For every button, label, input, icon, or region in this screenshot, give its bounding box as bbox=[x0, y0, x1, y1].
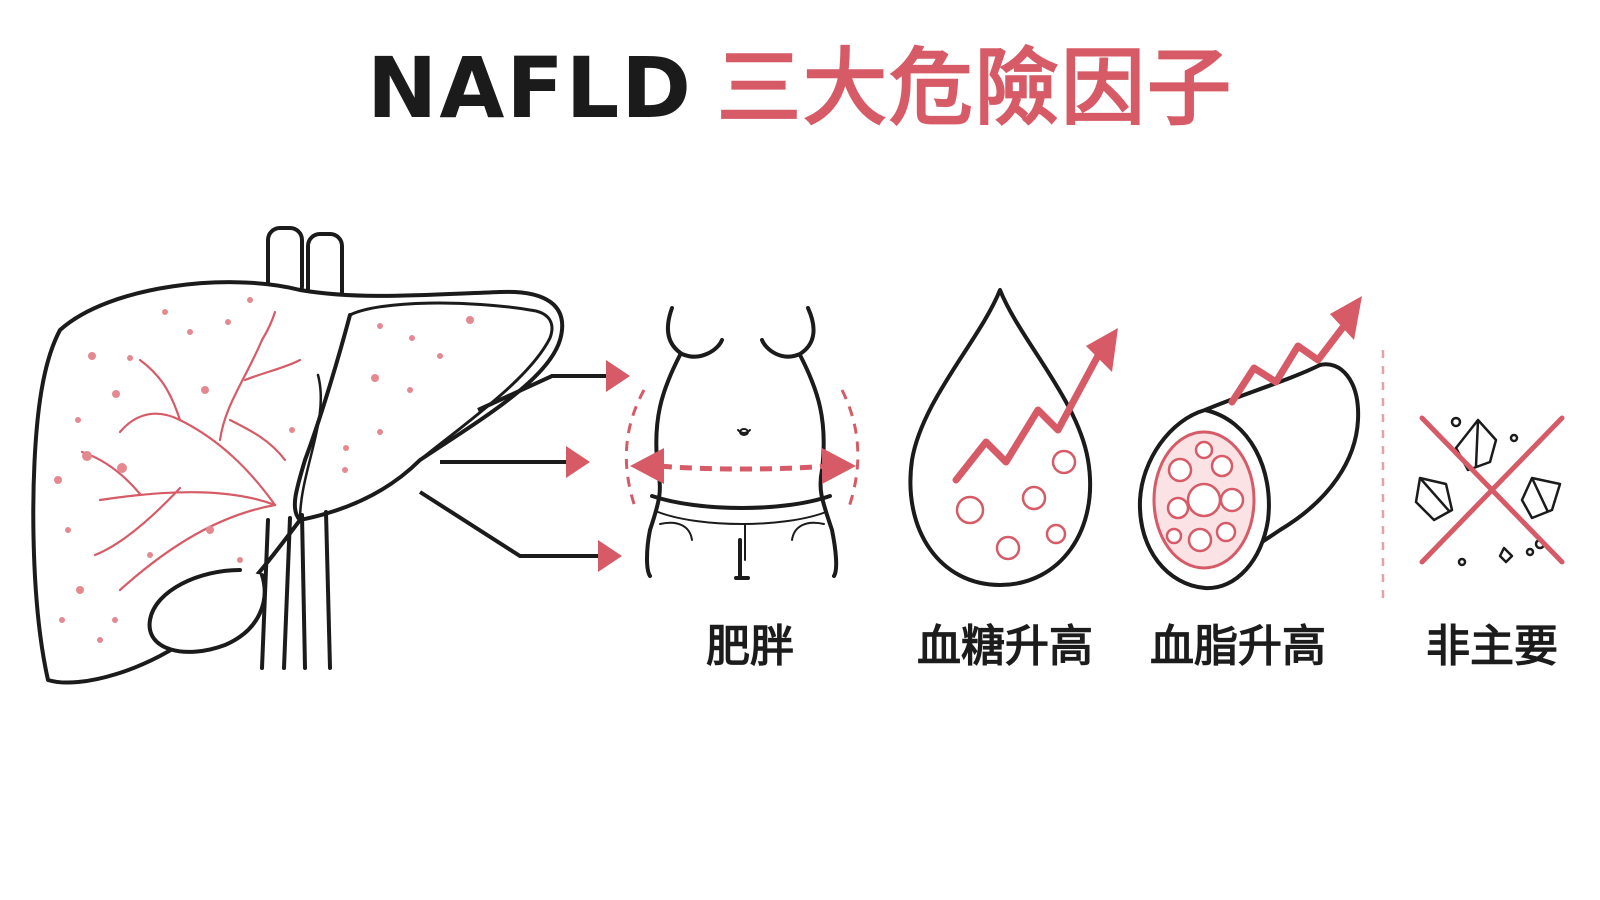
blood-drop-rising-icon bbox=[908, 288, 1118, 587]
liver-fat-dots bbox=[54, 297, 474, 643]
liver-veins bbox=[80, 310, 302, 592]
title-chinese: 三大危險因子 bbox=[716, 39, 1233, 137]
title-english: NAFLD bbox=[367, 39, 693, 137]
crossed-crystals-icon bbox=[1414, 415, 1565, 567]
factor-label-non-major: 非主要 bbox=[1426, 621, 1558, 672]
waist-measurement-icon bbox=[624, 306, 860, 580]
connector-arrowheads bbox=[566, 360, 630, 572]
factor-label-obesity: 肥胖 bbox=[706, 621, 794, 672]
connector-arrows bbox=[418, 374, 608, 558]
factor-label-blood-lipids: 血脂升高 bbox=[1150, 621, 1326, 672]
liver-icon bbox=[31, 226, 565, 685]
artery-fat-rising-icon bbox=[1137, 296, 1362, 591]
factor-label-blood-sugar: 血糖升高 bbox=[917, 621, 1093, 672]
